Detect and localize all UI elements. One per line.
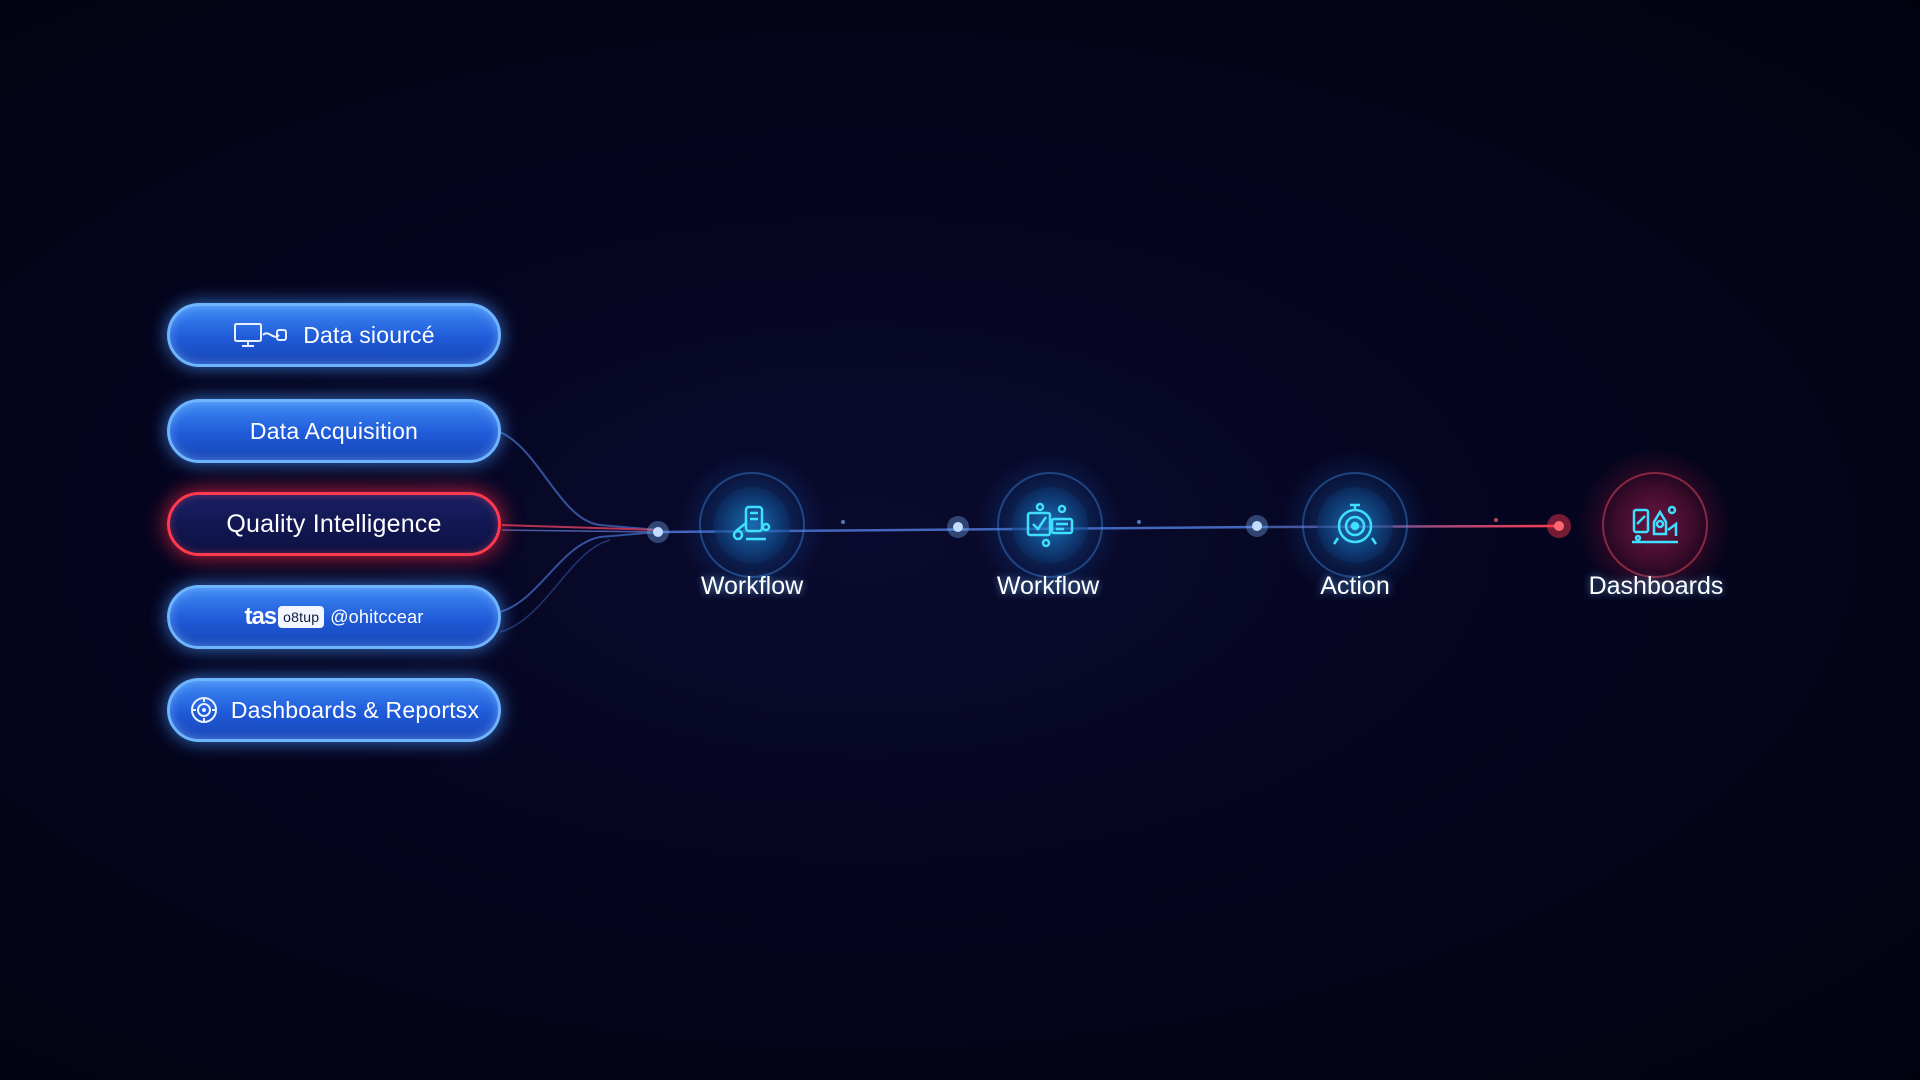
target-dial-icon [1317,487,1393,563]
robot-arm-icon [714,487,790,563]
node-label-workflow-2: Workflow [996,572,1100,600]
junction-dot [953,522,963,532]
pill-label: Data siourcé [303,321,435,348]
pill-dashboards-reports[interactable]: Dashboards & Reportsx [167,678,501,742]
connector-fourth [499,531,659,613]
gear-circle-icon [189,695,219,725]
pill-label: Quality Intelligence [226,509,442,538]
analytics-icon [1617,487,1693,563]
node-label-workflow-1: Workflow [700,572,804,600]
pill-mark: tas [244,603,277,630]
node-workflow-2[interactable] [975,450,1125,600]
pill-label: @ohitccear [330,606,424,627]
junction-dot [1554,521,1564,531]
monitor-plug-icon [233,321,291,349]
pill-label: Data Acquisition [249,417,419,444]
pill-quality-intelligence[interactable]: Quality Intelligence [167,492,501,556]
checklist-icon [1012,487,1088,563]
junction-dot [1246,515,1268,537]
pill-fourth-item[interactable]: tas o8tup @ohitccear [167,585,501,649]
junction-dot [653,527,663,537]
pill-label: Dashboards & Reportsx [230,696,480,723]
connector-acquisition [499,431,659,531]
junction-dot [647,521,669,543]
node-action[interactable] [1280,450,1430,600]
node-label-dashboards: Dashboards [1588,572,1724,600]
connector-fourth-2 [499,539,611,633]
junction-dot [1547,514,1571,538]
junction-dot [947,516,969,538]
pill-badge: o8tup [278,606,325,628]
node-dashboards[interactable] [1580,450,1730,600]
node-workflow-1[interactable] [677,450,827,600]
node-label-action: Action [1320,572,1390,600]
junction-dot [1252,521,1262,531]
pill-data-acquisition[interactable]: Data Acquisition [167,399,501,463]
connector-quality [501,524,659,531]
pill-data-source[interactable]: Data siourcé [167,303,501,367]
connector-quality-2 [501,529,651,533]
